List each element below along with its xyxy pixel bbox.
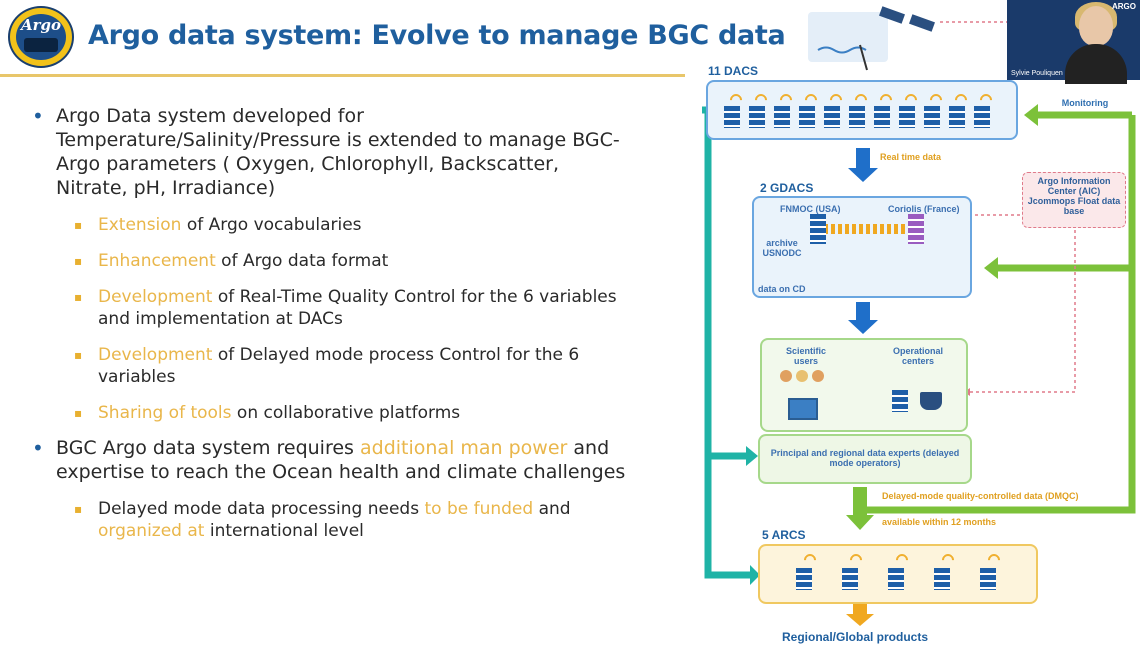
highlight: additional man power — [359, 437, 568, 459]
server-icon — [934, 568, 950, 590]
bullet-sub-3: Development of Real-Time Quality Control… — [30, 286, 630, 330]
presenter-name: Sylvie Pouliquen — [1011, 70, 1063, 77]
bullet-main-1: Argo Data system developed for Temperatu… — [30, 104, 630, 200]
server-icon — [888, 568, 904, 590]
bullet-list: Argo Data system developed for Temperatu… — [30, 104, 630, 554]
server-icon — [980, 568, 996, 590]
server-icon — [796, 568, 812, 590]
blue-arrow-2 — [848, 320, 878, 334]
text: of Argo data format — [215, 251, 389, 271]
text: and — [533, 499, 571, 519]
bullet-sub-6: Delayed mode data processing needs to be… — [30, 498, 630, 542]
monitor-icon — [788, 398, 818, 420]
teal-arrowhead-bottom — [750, 565, 760, 585]
server-icon — [908, 214, 924, 244]
server-icon — [924, 106, 940, 128]
text: of Argo vocabularies — [181, 215, 362, 235]
bullet-sub-5: Sharing of tools on collaborative platfo… — [30, 402, 630, 424]
video-corner-text: ARGO — [1112, 2, 1136, 11]
label-arcs: 5 ARCS — [762, 528, 806, 542]
diagram-arrows — [702, 6, 1136, 626]
server-icon — [724, 106, 740, 128]
green-arrow-down — [846, 515, 874, 530]
server-icon — [749, 106, 765, 128]
gdacs-box — [752, 196, 972, 298]
green-arrowhead-mid — [984, 257, 998, 279]
server-icon — [810, 214, 826, 244]
label-aic: Argo Information Center (AIC) Jcommops F… — [1027, 176, 1121, 216]
text: of Real-Time Quality Control for the 6 v… — [98, 287, 617, 329]
presenter-face — [1079, 6, 1113, 46]
label-products: Regional/Global products — [782, 630, 929, 644]
teal-arrowhead-mid — [746, 446, 758, 466]
logo-background — [16, 14, 66, 60]
highlight: Sharing of tools — [98, 403, 232, 423]
presenter-body — [1065, 44, 1127, 84]
blue-arrow-1 — [848, 168, 878, 182]
green-arrowhead-top — [1024, 104, 1038, 126]
text: and expertise to reach the Ocean health … — [56, 437, 626, 483]
satellite-scene — [808, 12, 888, 62]
server-icon — [774, 106, 790, 128]
bullet-sub-1: Extension of Argo vocabularies — [30, 214, 630, 236]
aic-box — [1022, 172, 1126, 228]
server-icon — [949, 106, 965, 128]
server-icon — [899, 106, 915, 128]
server-icon — [874, 106, 890, 128]
server-icon — [892, 390, 908, 412]
server-icon — [849, 106, 865, 128]
highlight: organized at — [98, 521, 205, 541]
server-icon — [842, 568, 858, 590]
label-gdacs: 2 GDACS — [760, 181, 814, 195]
server-icon — [799, 106, 815, 128]
label-data-cd: data on CD — [758, 284, 806, 294]
label-experts: Principal and regional data experts (del… — [770, 448, 960, 468]
data-flow-diagram: 11 DACS Monitoring Real time data 2 GDAC… — [680, 0, 1140, 646]
label-monitoring: Monitoring — [1061, 98, 1109, 108]
scientists-icon — [780, 370, 826, 392]
argo-logo: Argo — [8, 6, 74, 68]
text: of Delayed mode process Control for the … — [98, 345, 580, 387]
slide-title: Argo data system: Evolve to manage BGC d… — [88, 20, 786, 51]
highlight: Extension — [98, 215, 182, 235]
logo-text: Argo — [20, 16, 62, 34]
label-dacs: 11 DACS — [708, 64, 759, 78]
label-available: available within 12 months — [882, 517, 997, 527]
ship-icon — [920, 392, 942, 410]
data-exchange-line — [810, 224, 905, 234]
label-coriolis: Coriolis (France) — [888, 204, 960, 214]
float-icon — [24, 38, 58, 52]
label-dmqc: Delayed-mode quality-controlled data (DM… — [882, 491, 1079, 501]
text: international level — [204, 521, 364, 541]
highlight: Enhancement — [98, 251, 216, 271]
title-underline — [0, 74, 685, 77]
label-fnmoc: FNMOC (USA) — [780, 204, 841, 214]
label-operational: Operational centers — [892, 346, 943, 366]
text: BGC Argo data system requires — [56, 437, 360, 459]
text: on collaborative platforms — [231, 403, 461, 423]
highlight: to be funded — [424, 499, 534, 519]
text: Delayed mode data processing needs — [98, 499, 425, 519]
label-scientific: Scientific users — [785, 346, 826, 366]
server-icon — [974, 106, 990, 128]
highlight: Development — [98, 345, 213, 365]
green-arrow-line — [855, 115, 1136, 514]
orange-arrow-down — [846, 614, 874, 626]
bullet-sub-2: Enhancement of Argo data format — [30, 250, 630, 272]
bullet-main-2: BGC Argo data system requires additional… — [30, 436, 630, 484]
teal-arrow-line — [704, 110, 750, 579]
label-real-time: Real time data — [880, 152, 942, 162]
label-archive: archive USNODC — [762, 238, 802, 258]
bullet-sub-4: Development of Delayed mode process Cont… — [30, 344, 630, 388]
experts-box — [758, 434, 972, 484]
server-icon — [824, 106, 840, 128]
highlight: Development — [98, 287, 213, 307]
presenter-video: ARGO Sylvie Pouliquen — [1007, 0, 1140, 84]
